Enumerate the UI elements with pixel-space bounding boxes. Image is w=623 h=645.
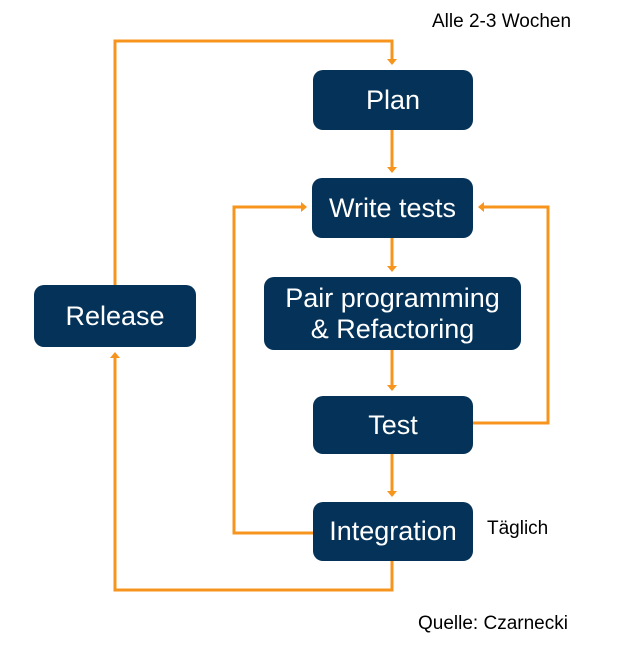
annotation-release-cadence: Alle 2-3 Wochen	[432, 11, 572, 32]
node-test[interactable]: Test	[313, 396, 473, 454]
node-pair-programming-refactoring[interactable]: Pair programming & Refactoring	[264, 277, 521, 350]
annotation-integration-cadence: Täglich	[487, 518, 549, 539]
annotation-source-credit: Quelle: Czarnecki	[418, 613, 568, 634]
node-test-label: Test	[368, 409, 418, 440]
node-plan[interactable]: Plan	[313, 70, 473, 130]
node-write-tests[interactable]: Write tests	[312, 178, 473, 238]
node-plan-label: Plan	[365, 84, 421, 115]
edge-integration-to-write-tests-loop	[232, 202, 313, 535]
node-integration-label: Integration	[329, 516, 457, 547]
node-integration[interactable]: Integration	[313, 502, 473, 561]
node-pair-programming-label: Pair programming & Refactoring	[285, 283, 500, 344]
node-release-label: Release	[65, 300, 165, 331]
node-release[interactable]: Release	[34, 285, 196, 347]
node-write-tests-label: Write tests	[328, 192, 457, 223]
